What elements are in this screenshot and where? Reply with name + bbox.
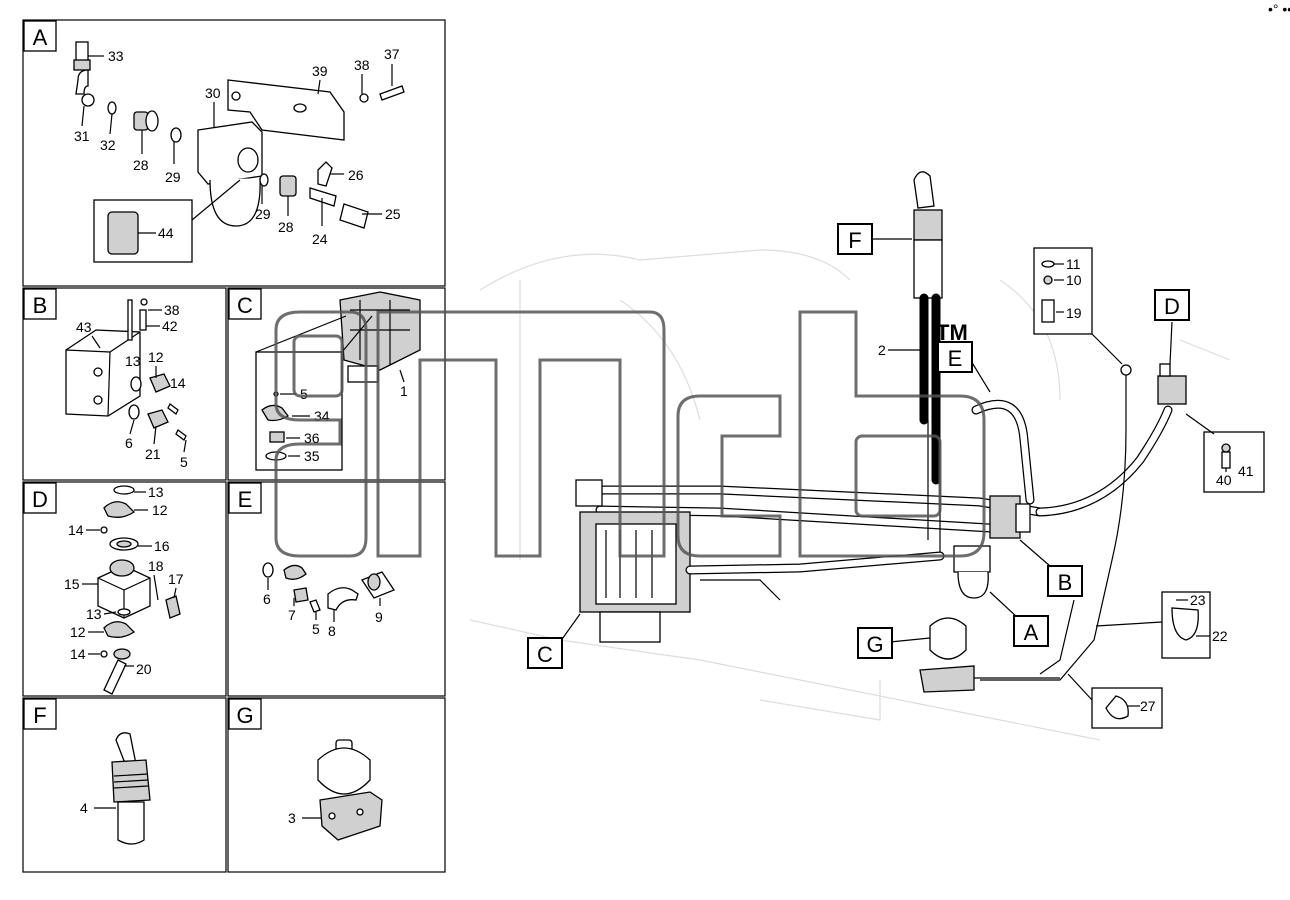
label-b-43: 43 [76, 319, 92, 335]
label-d-13b: 13 [86, 606, 102, 622]
label-g-3: 3 [288, 810, 296, 826]
label-28b: 28 [278, 219, 294, 235]
label-d-20: 20 [136, 661, 152, 677]
callout-a: A [1024, 620, 1039, 645]
panel-d-letter: D [32, 487, 48, 512]
panel-b-labels: 38 42 43 13 12 14 6 21 5 [76, 302, 188, 470]
label-f-4: 4 [80, 800, 88, 816]
label-c-5: 5 [300, 386, 308, 402]
corner-mark: •° ••• [1268, 1, 1290, 17]
label-b-42: 42 [162, 318, 178, 334]
label-d-14a: 14 [68, 522, 84, 538]
panel-f-drawing [111, 732, 151, 845]
label-24: 24 [312, 231, 328, 247]
label-main-10: 10 [1066, 272, 1082, 288]
label-33: 33 [108, 48, 124, 64]
label-b-13: 13 [125, 353, 141, 369]
label-37: 37 [384, 46, 400, 62]
label-b-14: 14 [170, 375, 186, 391]
panel-e-drawing [262, 562, 395, 613]
label-25: 25 [385, 206, 401, 222]
label-main-2: 2 [878, 342, 886, 358]
label-c-1: 1 [400, 383, 408, 399]
label-d-12b: 12 [70, 624, 86, 640]
label-30: 30 [205, 85, 221, 101]
panel-g-letter: G [236, 703, 253, 728]
label-29b: 29 [255, 206, 271, 222]
label-32: 32 [100, 137, 116, 153]
label-b-21: 21 [145, 446, 161, 462]
panel-b-drawing [65, 298, 187, 441]
panel-d-drawing [97, 485, 181, 695]
label-e-6: 6 [263, 591, 271, 607]
panel-frames [22, 19, 446, 873]
main-callouts: F E D B A C G [527, 223, 1190, 669]
label-c-34: 34 [314, 408, 330, 424]
panel-g-labels: 3 [288, 810, 322, 826]
watermark: TM [274, 310, 986, 558]
label-39: 39 [312, 63, 328, 79]
callout-c: C [537, 642, 553, 667]
label-d-14b: 14 [70, 646, 86, 662]
label-c-36: 36 [304, 430, 320, 446]
panel-f-labels: 4 [80, 800, 116, 816]
panel-f-letter: F [33, 703, 46, 728]
panel-e-letter: E [238, 487, 253, 512]
panel-a-labels: 33 39 38 37 30 31 32 28 29 26 29 28 24 2… [74, 46, 401, 247]
label-26: 26 [348, 167, 364, 183]
label-29a: 29 [165, 169, 181, 185]
label-main-27: 27 [1140, 698, 1156, 714]
panel-d-labels: 13 12 14 16 15 18 17 13 12 14 20 [64, 484, 184, 677]
label-e-5: 5 [312, 621, 320, 637]
label-e-9: 9 [375, 609, 383, 625]
label-b-6: 6 [125, 435, 133, 451]
label-d-12a: 12 [152, 502, 168, 518]
main-part-labels: 2 11 10 19 40 41 23 22 27 [878, 256, 1254, 714]
panel-a-drawing [73, 41, 405, 263]
label-28a: 28 [133, 157, 149, 173]
callout-f: F [848, 228, 861, 253]
label-d-16: 16 [154, 538, 170, 554]
callout-d: D [1164, 294, 1180, 319]
panel-g-drawing [317, 739, 383, 841]
label-e-8: 8 [328, 623, 336, 639]
panel-a-letter: A [33, 25, 48, 50]
label-main-23: 23 [1190, 592, 1206, 608]
callout-e: E [948, 346, 963, 371]
label-c-35: 35 [304, 448, 320, 464]
label-31: 31 [74, 128, 90, 144]
main-assembly [559, 171, 1265, 729]
panel-b-letter: B [33, 293, 48, 318]
label-d-13a: 13 [148, 484, 164, 500]
label-d-15: 15 [64, 576, 80, 592]
panel-c-letter: C [237, 293, 253, 318]
label-b-38: 38 [164, 302, 180, 318]
callout-g: G [866, 632, 883, 657]
label-e-7: 7 [288, 607, 296, 623]
label-main-19: 19 [1066, 305, 1082, 321]
label-main-40: 40 [1216, 472, 1232, 488]
label-main-22: 22 [1212, 628, 1228, 644]
watermark-tm: TM [936, 320, 968, 345]
callout-b: B [1058, 570, 1073, 595]
label-main-11: 11 [1066, 256, 1081, 272]
panel-e-labels: 6 7 5 8 9 [263, 578, 383, 639]
label-d-18: 18 [148, 558, 164, 574]
label-main-41: 41 [1238, 463, 1254, 479]
panel-letters: A B C D E F G [23, 20, 262, 730]
label-b-5: 5 [180, 454, 188, 470]
label-d-17: 17 [168, 571, 184, 587]
label-b-12: 12 [148, 349, 164, 365]
label-38: 38 [354, 57, 370, 73]
label-44: 44 [158, 225, 174, 241]
